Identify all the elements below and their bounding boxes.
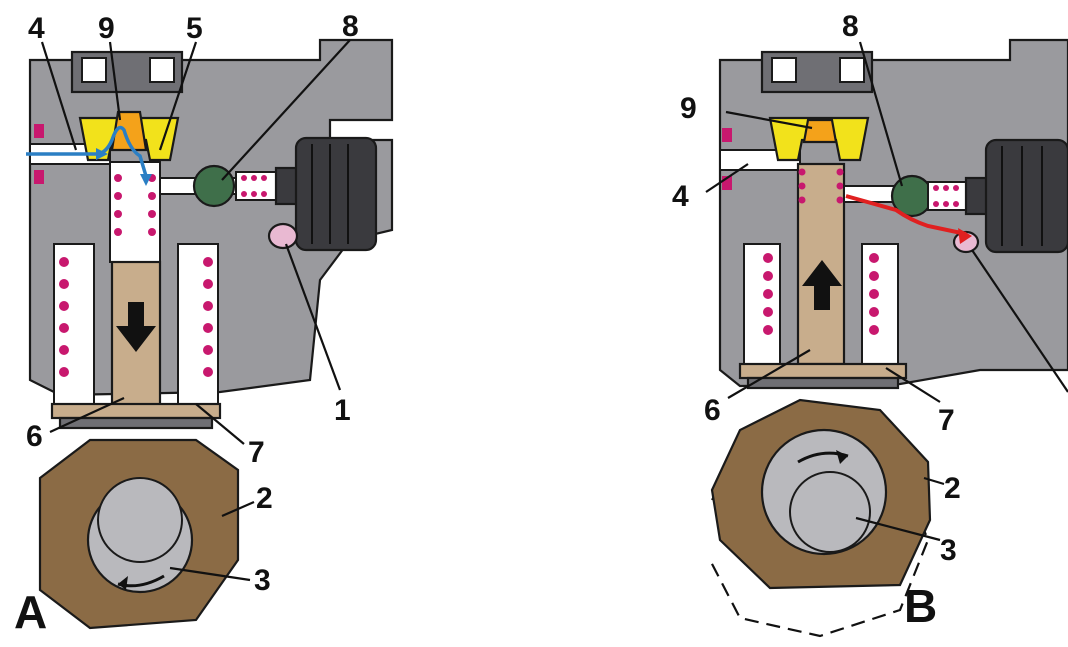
callout-2: 2 <box>944 472 961 505</box>
outlet-connector <box>964 138 1068 254</box>
callout-9: 9 <box>98 12 115 45</box>
panel-b: 8 9 4 6 7 2 3 B <box>672 10 1068 638</box>
delivery-flow-arrow <box>845 194 967 236</box>
outlet-connector <box>274 136 378 252</box>
callout-6: 6 <box>704 394 721 427</box>
spring-seat <box>50 402 222 420</box>
chamber-spring <box>798 168 844 204</box>
arrow-up-icon <box>802 260 842 310</box>
inlet-valve <box>802 118 838 144</box>
callout-3: 3 <box>254 564 271 597</box>
callout-8: 8 <box>342 10 359 43</box>
callout-1: 1 <box>334 394 351 427</box>
intake-flow-arrow <box>26 125 148 177</box>
callout-8: 8 <box>842 10 859 43</box>
callout-7: 7 <box>248 436 265 469</box>
seal <box>267 222 299 250</box>
callout-4: 4 <box>672 180 689 213</box>
callout-4: 4 <box>28 12 45 45</box>
callout-6: 6 <box>26 420 43 453</box>
check-valve-ball <box>192 164 236 208</box>
arrow-down-icon <box>116 302 156 352</box>
panel-label-b: B <box>904 580 937 632</box>
callout-7: 7 <box>938 404 955 437</box>
callout-3: 3 <box>940 534 957 567</box>
callout-2: 2 <box>256 482 273 515</box>
callout-9: 9 <box>680 92 697 125</box>
panel-a: 4 9 5 8 1 6 7 2 3 A <box>14 10 394 638</box>
return-spring <box>53 243 219 405</box>
panel-label-a: A <box>14 586 47 638</box>
callout-5: 5 <box>186 12 203 45</box>
